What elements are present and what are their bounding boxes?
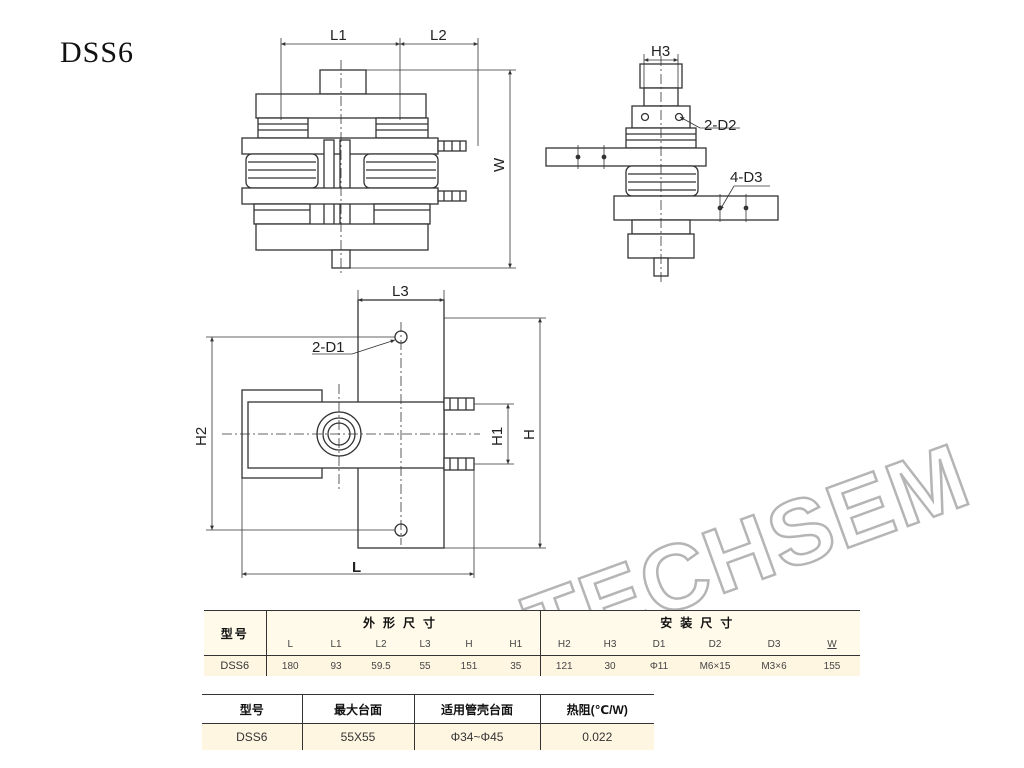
leader-D1 bbox=[351, 339, 396, 355]
dim-col-header: L1 bbox=[330, 638, 342, 650]
dim-cell: 93 bbox=[314, 655, 358, 676]
dim-col-header: D3 bbox=[767, 638, 781, 650]
label-L2: L2 bbox=[430, 27, 447, 44]
dim-cell: 30 bbox=[588, 655, 632, 676]
label-D1: 2-D1 bbox=[312, 339, 345, 356]
dim-cell: 151 bbox=[446, 655, 492, 676]
dim-cell: M6×15 bbox=[686, 655, 744, 676]
dim-cell: 121 bbox=[539, 655, 588, 676]
dim-col-header: D1 bbox=[652, 638, 666, 650]
dim-table-model-header: 型号 bbox=[204, 610, 266, 656]
thermal-cell: 55X55 bbox=[301, 723, 414, 750]
label-D2: 2-D2 bbox=[704, 117, 737, 134]
dim-col-header: L3 bbox=[419, 638, 431, 650]
thermal-header: 热阻(℃/W) bbox=[539, 694, 654, 724]
thermal-header: 型号 bbox=[202, 694, 302, 724]
leader-D3 bbox=[719, 185, 735, 211]
dim-L3 bbox=[357, 290, 445, 302]
dim-col-header: H2 bbox=[539, 633, 588, 656]
dim-H bbox=[444, 317, 546, 549]
dim-cell: 180 bbox=[265, 655, 314, 676]
dim-row-model: DSS6 bbox=[204, 655, 266, 676]
dim-col-header: L2 bbox=[375, 638, 387, 650]
thermal-header: 最大台面 bbox=[301, 694, 414, 724]
dim-L bbox=[241, 470, 475, 578]
label-D3: 4-D3 bbox=[730, 169, 763, 186]
label-H1: H1 bbox=[489, 427, 506, 446]
dim-W bbox=[350, 69, 516, 269]
dim-cell: 59.5 bbox=[358, 655, 404, 676]
dim-col-header: W bbox=[827, 638, 837, 650]
dim-col-header: H3 bbox=[603, 638, 617, 650]
label-H: H bbox=[521, 429, 538, 440]
dim-col-header: H1 bbox=[509, 638, 523, 650]
top-view-centerlines bbox=[222, 322, 480, 545]
thermal-cell: Φ34~Φ45 bbox=[413, 723, 540, 750]
label-L: L bbox=[352, 559, 361, 576]
dim-table-install-header: 安装尺寸 bbox=[539, 610, 860, 633]
dimension-table: 型号 外形尺寸 安装尺寸 L L1 L2 L3 H H1 H2 H3 D1 D2… bbox=[204, 610, 860, 676]
dim-cell: 55 bbox=[404, 655, 446, 676]
front-view bbox=[241, 69, 467, 269]
dim-cell: 35 bbox=[492, 655, 540, 676]
label-H2: H2 bbox=[193, 427, 210, 446]
label-H3: H3 bbox=[651, 43, 670, 60]
dim-col-header: L bbox=[265, 633, 314, 656]
dim-col-header: H bbox=[465, 638, 473, 650]
table-row: DSS6 55X55 Φ34~Φ45 0.022 bbox=[202, 723, 654, 750]
thermal-cell: DSS6 bbox=[202, 723, 302, 750]
dim-H3 bbox=[643, 54, 679, 88]
label-L1: L1 bbox=[330, 27, 347, 44]
label-W: W bbox=[491, 157, 508, 172]
dim-L1-L2 bbox=[280, 38, 479, 146]
dim-col-header: D2 bbox=[708, 638, 722, 650]
table-row: DSS6 180 93 59.5 55 151 35 121 30 Φ11 M6… bbox=[204, 655, 860, 676]
dim-H1 bbox=[474, 403, 514, 465]
dim-cell: 155 bbox=[804, 655, 860, 676]
dim-cell: Φ11 bbox=[632, 655, 686, 676]
dim-table-outer-header: 外形尺寸 bbox=[265, 610, 540, 633]
leader-D2 bbox=[679, 116, 701, 129]
thermal-header: 适用管壳台面 bbox=[413, 694, 540, 724]
dim-H2 bbox=[206, 336, 395, 531]
thermal-cell: 0.022 bbox=[539, 723, 654, 750]
label-L3: L3 bbox=[392, 283, 409, 300]
dim-cell: M3×6 bbox=[744, 655, 804, 676]
thermal-table: 型号 最大台面 适用管壳台面 热阻(℃/W) DSS6 55X55 Φ34~Φ4… bbox=[202, 694, 654, 750]
model-title: DSS6 bbox=[60, 36, 135, 69]
